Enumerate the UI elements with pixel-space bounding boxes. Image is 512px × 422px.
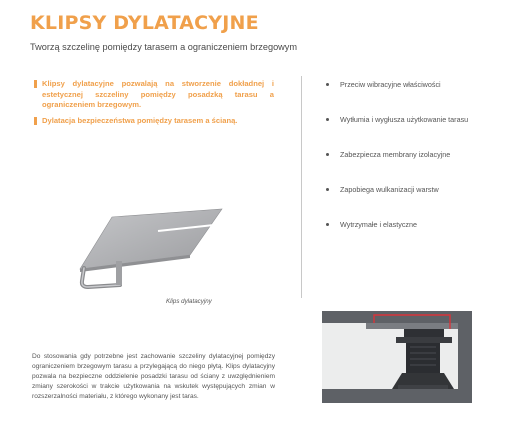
bullet-dot-icon bbox=[326, 188, 329, 191]
list-item: Zabezpiecza membrany izolacyjne bbox=[326, 150, 468, 185]
feature-text: Klipsy dylatacyjne pozwalają na stworzen… bbox=[42, 79, 274, 109]
bullet-dot-icon bbox=[326, 153, 329, 156]
page-subtitle: Tworzą szczelinę pomiędzy tarasem a ogra… bbox=[30, 42, 298, 52]
product-caption: Klips dylatacyjny bbox=[166, 298, 212, 305]
list-item: Wytłumia i wygłusza użytkowanie tarasu bbox=[326, 115, 468, 150]
list-item: Przeciw wibracyjne właściwości bbox=[326, 80, 468, 115]
page-title: KLIPSY DYLATACYJNE bbox=[30, 12, 259, 34]
accent-bar-icon bbox=[34, 80, 37, 88]
installation-illustration bbox=[322, 305, 472, 403]
bullet-dot-icon bbox=[326, 118, 329, 121]
benefits-list: Przeciw wibracyjne właściwości Wytłumia … bbox=[326, 80, 468, 255]
list-item-label: Wytrzymałe i elastyczne bbox=[340, 220, 418, 229]
list-item: Wytrzymałe i elastyczne bbox=[326, 220, 468, 255]
column-divider bbox=[301, 76, 302, 298]
list-item-label: Zapobiega wulkanizacji warstw bbox=[340, 185, 439, 194]
list-item-label: Przeciw wibracyjne właściwości bbox=[340, 80, 441, 89]
bullet-dot-icon bbox=[326, 83, 329, 86]
feature-safety-gap: Dylatacja bezpieczeństwa pomiędzy tarase… bbox=[34, 116, 274, 127]
expansion-clip-image bbox=[79, 208, 223, 290]
list-item-label: Wytłumia i wygłusza użytkowanie tarasu bbox=[340, 115, 469, 124]
list-item: Zapobiega wulkanizacji warstw bbox=[326, 185, 468, 220]
feature-text: Dylatacja bezpieczeństwa pomiędzy tarase… bbox=[42, 116, 238, 125]
description-paragraph: Do stosowania gdy potrzebne jest zachowa… bbox=[32, 353, 275, 400]
list-item-label: Zabezpiecza membrany izolacyjne bbox=[340, 150, 451, 159]
accent-bar-icon bbox=[34, 117, 37, 125]
bullet-dot-icon bbox=[326, 223, 329, 226]
feature-clip-gap: Klipsy dylatacyjne pozwalają na stworzen… bbox=[34, 79, 274, 111]
